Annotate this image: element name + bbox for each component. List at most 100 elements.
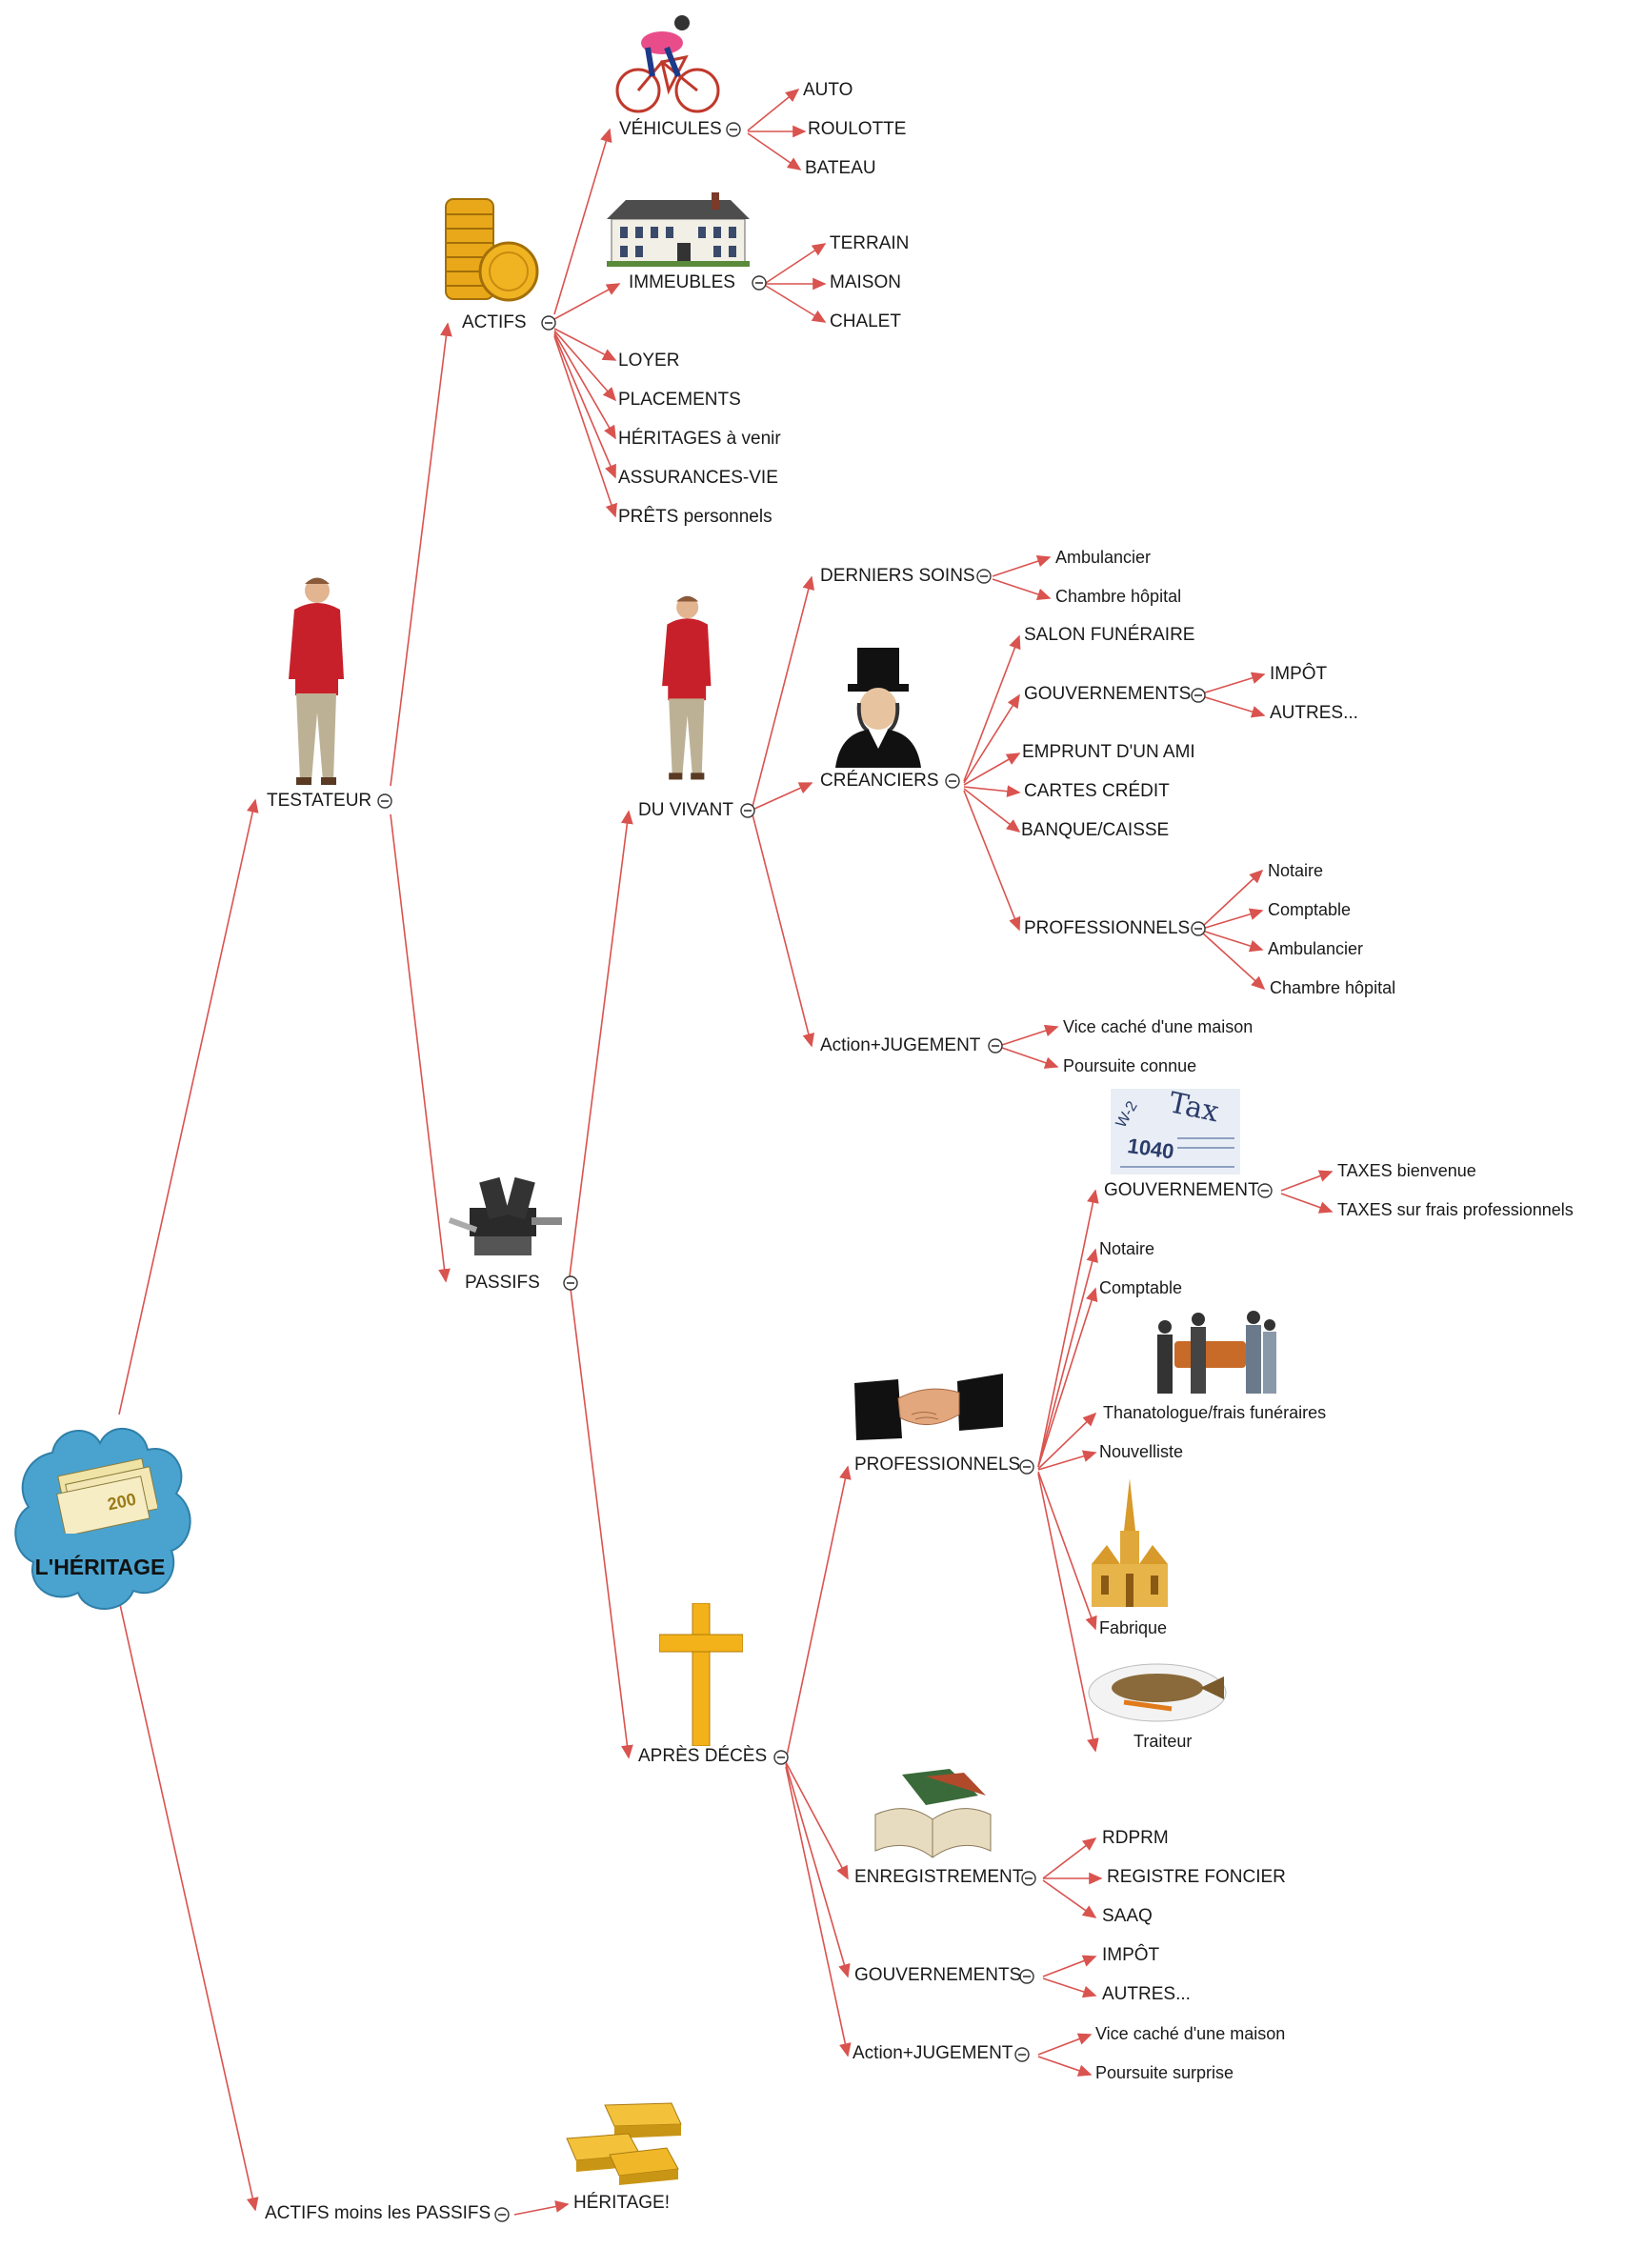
handshake-icon	[853, 1372, 1005, 1448]
node-enregistrement[interactable]: ENREGISTREMENT	[854, 1867, 1024, 1887]
connector-link	[1001, 1047, 1059, 1069]
node-gouvernements-2[interactable]: GOUVERNEMENTS	[854, 1965, 1022, 1985]
node-roulotte[interactable]: ROULOTTE	[808, 119, 907, 139]
node-maison[interactable]: MAISON	[830, 272, 901, 292]
node-emprunt-ami[interactable]: EMPRUNT D'UN AMI	[1022, 742, 1195, 762]
tax-form-icon: Tax 1040 W-2	[1111, 1086, 1240, 1179]
collapse-icon[interactable]	[1191, 688, 1206, 703]
connector-link	[118, 798, 259, 1415]
node-registre-foncier[interactable]: REGISTRE FONCIER	[1107, 1867, 1286, 1887]
connector-link	[553, 330, 617, 402]
node-ambulancier-2[interactable]: Ambulancier	[1268, 939, 1364, 958]
collapse-icon[interactable]	[945, 773, 960, 789]
node-cartes-credit[interactable]: CARTES CRÉDIT	[1024, 781, 1170, 801]
collapse-icon[interactable]	[752, 275, 767, 291]
node-actifs[interactable]: ACTIFS	[462, 312, 527, 332]
node-taxes-bienvenue[interactable]: TAXES bienvenue	[1337, 1161, 1476, 1180]
node-traiteur[interactable]: Traiteur	[1133, 1732, 1193, 1751]
connector-link	[1001, 1024, 1059, 1046]
collapse-icon[interactable]	[541, 315, 556, 331]
connector-link	[747, 132, 802, 171]
node-placements[interactable]: PLACEMENTS	[618, 390, 741, 410]
connector-link	[569, 810, 633, 1277]
man-red-sweater-icon	[655, 581, 714, 797]
node-apres-deces[interactable]: APRÈS DÉCÈS	[638, 1746, 768, 1766]
collapse-icon[interactable]	[740, 803, 755, 818]
man-red-sweater-icon	[281, 570, 348, 795]
node-loyer[interactable]: LOYER	[618, 351, 680, 371]
collapse-icon[interactable]	[773, 1750, 789, 1765]
connector-link	[1201, 672, 1266, 694]
node-action-jugement-1[interactable]: Action+JUGEMENT	[820, 1035, 981, 1055]
node-banque-caisse[interactable]: BANQUE/CAISSE	[1021, 820, 1170, 840]
collapse-icon[interactable]	[976, 569, 992, 584]
node-creanciers[interactable]: CRÉANCIERS	[820, 771, 939, 791]
node-vehicules[interactable]: VÉHICULES	[619, 119, 722, 139]
node-professionnels-1[interactable]: PROFESSIONNELS	[1024, 918, 1191, 938]
collapse-icon[interactable]	[726, 122, 741, 137]
node-bateau[interactable]: BATEAU	[805, 158, 876, 178]
connector-link	[963, 790, 1021, 932]
node-comptable-1[interactable]: Comptable	[1268, 900, 1352, 919]
node-passifs[interactable]: PASSIFS	[465, 1273, 540, 1293]
collapse-icon[interactable]	[988, 1038, 1003, 1054]
node-terrain[interactable]: TERRAIN	[830, 233, 910, 253]
node-notaire-2[interactable]: Notaire	[1099, 1239, 1155, 1258]
node-gouvernement[interactable]: GOUVERNEMENT	[1104, 1180, 1259, 1200]
gold-bars-icon	[562, 2096, 686, 2191]
node-rdprm[interactable]: RDPRM	[1102, 1828, 1169, 1848]
collapse-icon[interactable]	[1014, 2047, 1030, 2062]
node-vice-cache-1[interactable]: Vice caché d'une maison	[1063, 1017, 1254, 1036]
node-prets-personnels[interactable]: PRÊTS personnels	[618, 507, 772, 527]
node-autres-2[interactable]: AUTRES...	[1102, 1984, 1191, 2004]
node-comptable-2[interactable]: Comptable	[1099, 1278, 1183, 1297]
connector-link	[553, 283, 621, 320]
node-chambre-hopital-1[interactable]: Chambre hôpital	[1055, 587, 1182, 606]
collapse-icon[interactable]	[377, 793, 392, 809]
connector-link	[553, 335, 617, 518]
node-chalet[interactable]: CHALET	[830, 311, 901, 331]
collapse-icon[interactable]	[1257, 1183, 1273, 1198]
node-impot-1[interactable]: IMPÔT	[1270, 664, 1328, 684]
node-autres-1[interactable]: AUTRES...	[1270, 703, 1358, 723]
node-auto[interactable]: AUTO	[803, 80, 853, 100]
collapse-icon[interactable]	[1019, 1459, 1034, 1475]
connector-link	[963, 788, 1021, 833]
node-notaire-1[interactable]: Notaire	[1268, 861, 1324, 880]
node-salon-funeraire[interactable]: SALON FUNÉRAIRE	[1024, 625, 1195, 645]
root-node[interactable]: 200	[10, 1419, 195, 1619]
node-saaq[interactable]: SAAQ	[1102, 1906, 1153, 1926]
node-derniers-soins[interactable]: DERNIERS SOINS	[820, 566, 975, 586]
node-fabrique[interactable]: Fabrique	[1099, 1618, 1168, 1637]
node-nouvelliste[interactable]: Nouvelliste	[1099, 1442, 1184, 1461]
node-poursuite-surprise[interactable]: Poursuite surprise	[1095, 2063, 1234, 2082]
node-action-jugement-2[interactable]: Action+JUGEMENT	[853, 2043, 1013, 2063]
connector-link	[963, 634, 1021, 782]
node-vice-cache-2[interactable]: Vice caché d'une maison	[1095, 2024, 1286, 2043]
node-ambulancier-1[interactable]: Ambulancier	[1055, 548, 1152, 567]
collapse-icon[interactable]	[1021, 1871, 1036, 1886]
node-taxes-frais-pro[interactable]: TAXES sur frais professionnels	[1337, 1200, 1574, 1219]
connector-link	[1201, 932, 1266, 991]
node-poursuite-connue[interactable]: Poursuite connue	[1063, 1056, 1197, 1075]
node-du-vivant[interactable]: DU VIVANT	[638, 800, 733, 820]
node-chambre-hopital-2[interactable]: Chambre hôpital	[1270, 978, 1396, 997]
node-heritages-venir[interactable]: HÉRITAGES à venir	[618, 429, 781, 449]
collapse-icon[interactable]	[494, 2207, 510, 2222]
collapse-icon[interactable]	[563, 1275, 578, 1291]
node-gouvernements-1[interactable]: GOUVERNEMENTS	[1024, 684, 1192, 704]
node-assurances-vie[interactable]: ASSURANCES-VIE	[618, 468, 778, 488]
node-thanatologue[interactable]: Thanatologue/frais funéraires	[1103, 1403, 1327, 1422]
node-immeubles[interactable]: IMMEUBLES	[629, 272, 735, 292]
connector-link	[785, 1465, 852, 1761]
connector-link	[1280, 1170, 1334, 1192]
collapse-icon[interactable]	[1191, 921, 1206, 936]
node-heritage-final[interactable]: HÉRITAGE!	[573, 2193, 670, 2213]
connector-link	[553, 328, 617, 361]
node-professionnels-2[interactable]: PROFESSIONNELS	[854, 1455, 1021, 1475]
collapse-icon[interactable]	[1019, 1969, 1034, 1984]
node-impot-2[interactable]: IMPÔT	[1102, 1945, 1160, 1965]
connector-link	[1037, 1473, 1099, 1753]
node-testateur[interactable]: TESTATEUR	[267, 791, 372, 811]
node-actifs-moins-passifs[interactable]: ACTIFS moins les PASSIFS	[265, 2203, 492, 2223]
